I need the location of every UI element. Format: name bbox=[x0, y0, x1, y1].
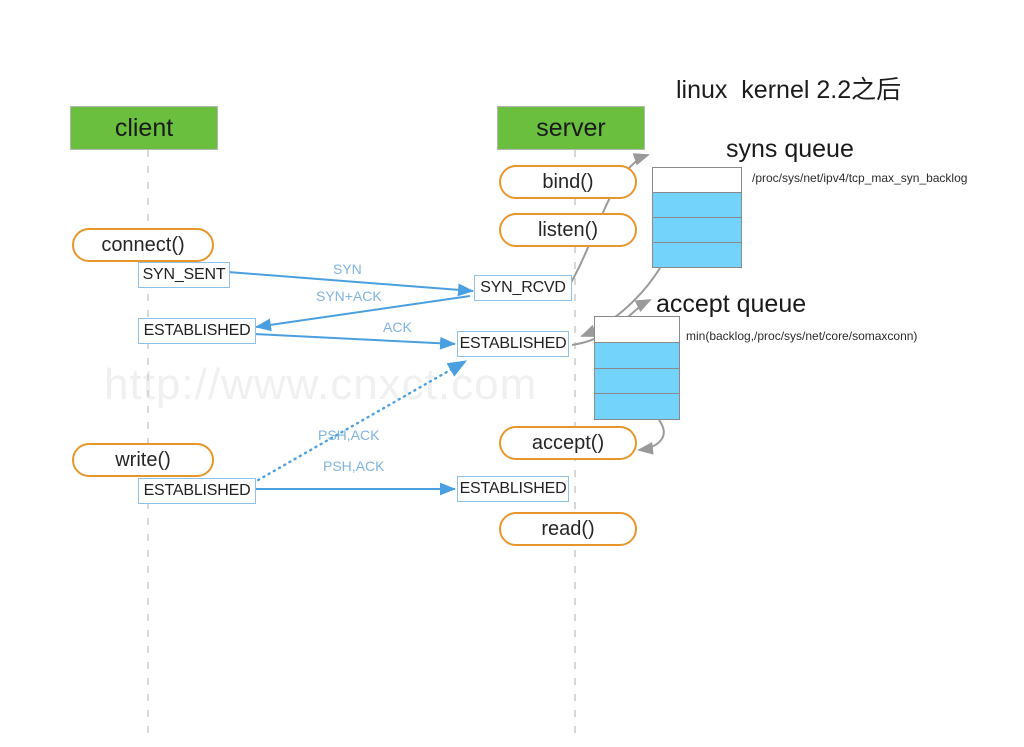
arrow-ack bbox=[252, 333, 456, 350]
accept-queue-cell-0 bbox=[595, 317, 679, 343]
server-state-syn-rcvd: SYN_RCVD bbox=[474, 275, 572, 301]
packet-label-psh-ack-dotted: PSH,ACK bbox=[318, 427, 380, 443]
syns-queue-note: /proc/sys/net/ipv4/tcp_max_syn_backlog bbox=[752, 171, 968, 185]
actor-client: client bbox=[70, 106, 218, 150]
accept-queue-cell-2 bbox=[595, 368, 679, 395]
arrow-syn-ack bbox=[255, 295, 471, 332]
server-call-bind[interactable]: bind() bbox=[499, 165, 637, 199]
accept-queue-cell-1 bbox=[595, 342, 679, 369]
packet-label-ack: ACK bbox=[383, 319, 412, 335]
server-call-read[interactable]: read() bbox=[499, 512, 637, 546]
accept-queue-cell-3 bbox=[595, 394, 679, 419]
syns-queue bbox=[652, 167, 742, 268]
server-call-accept[interactable]: accept() bbox=[499, 426, 637, 460]
accept-queue-note: min(backlog,/proc/sys/net/core/somaxconn… bbox=[686, 329, 918, 343]
curve-accept-queue-to-accept-call bbox=[637, 419, 665, 455]
packet-label-syn-ack: SYN+ACK bbox=[316, 288, 382, 304]
packet-label-psh-ack-solid: PSH,ACK bbox=[323, 458, 385, 474]
client-state-syn-sent: SYN_SENT bbox=[138, 262, 230, 288]
packet-label-syn: SYN bbox=[333, 261, 362, 277]
syns-queue-cell-2 bbox=[653, 218, 741, 243]
arrow-syn bbox=[227, 271, 474, 297]
syns-queue-title: syns queue bbox=[726, 135, 854, 163]
client-state-established-1: ESTABLISHED bbox=[138, 318, 256, 344]
accept-queue-title: accept queue bbox=[656, 290, 807, 318]
client-state-established-2: ESTABLISHED bbox=[138, 478, 256, 504]
arrow-psh-ack-dotted bbox=[251, 359, 468, 485]
syns-queue-cell-3 bbox=[653, 243, 741, 267]
curve-syns-to-established bbox=[580, 267, 661, 337]
server-state-established-2: ESTABLISHED bbox=[457, 476, 569, 502]
client-call-connect[interactable]: connect() bbox=[72, 228, 214, 262]
syns-queue-cell-0 bbox=[653, 168, 741, 193]
syns-queue-cell-1 bbox=[653, 193, 741, 218]
server-call-listen[interactable]: listen() bbox=[499, 213, 637, 247]
server-state-established-1: ESTABLISHED bbox=[457, 331, 569, 357]
actor-server: server bbox=[497, 106, 645, 150]
client-call-write[interactable]: write() bbox=[72, 443, 214, 477]
accept-queue bbox=[594, 316, 680, 420]
kernel-version-caption: linux kernel 2.2之后 bbox=[676, 76, 902, 104]
